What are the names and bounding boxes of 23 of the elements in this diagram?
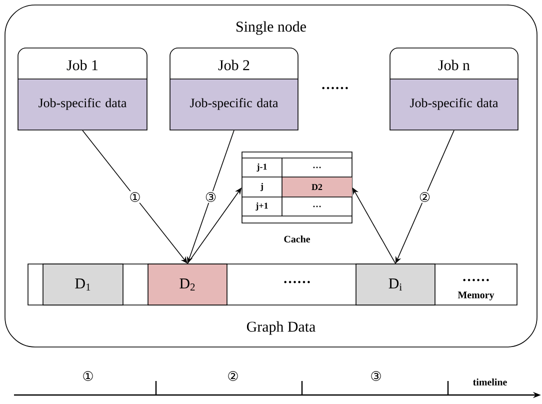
step-number: ③: [371, 371, 381, 381]
step-number: ②: [228, 371, 238, 381]
job-box: Job 1 Job-specific data: [18, 48, 148, 130]
dots: ……: [284, 280, 310, 284]
dots: ……: [322, 86, 348, 90]
cache-cell: D2: [312, 184, 322, 190]
cache-cell: …: [313, 206, 321, 208]
cache-cell: j: [260, 182, 263, 192]
cache-cell: j+1: [256, 202, 268, 211]
cache-cell: j-1: [256, 163, 267, 172]
data-block: D$_{i}$: [356, 264, 436, 306]
job-box: Job n Job-specific data: [390, 48, 518, 130]
dots: ……: [463, 278, 489, 282]
edge-label: ①: [130, 192, 140, 202]
node-label: Cache: [284, 235, 310, 243]
cache-cell: …: [313, 166, 321, 168]
data-block: D$_{2}$: [148, 264, 228, 306]
step-number: ①: [83, 371, 93, 381]
edge-label: ③: [206, 192, 216, 202]
data-block: D$_{1}$: [42, 264, 124, 306]
job-box: Job 2 Job-specific data: [170, 48, 298, 130]
edge-label: ②: [420, 192, 430, 202]
axis-label: timeline: [473, 378, 507, 386]
